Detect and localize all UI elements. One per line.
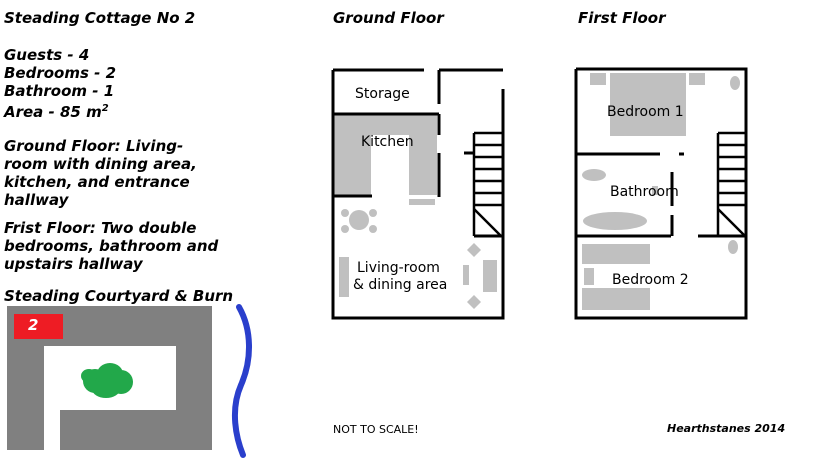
- bathroom-sink: [582, 169, 606, 181]
- sofa: [339, 257, 349, 297]
- gf-desc-line: room with dining area,: [4, 155, 197, 173]
- scale-note: NOT TO SCALE!: [333, 423, 419, 436]
- toilet: [652, 186, 658, 195]
- wardrobe: [730, 76, 740, 90]
- courtyard-badge-bg: [14, 314, 63, 339]
- bedside-table: [689, 73, 705, 85]
- ff-desc-line: Frist Floor: Two double: [4, 219, 197, 237]
- bathroom-label: Bathroom: [610, 184, 679, 200]
- area-text: Area - 85 m: [4, 103, 102, 121]
- storage-label: Storage: [355, 86, 410, 102]
- ff-walls: [574, 67, 748, 320]
- dining-chair: [341, 225, 349, 233]
- side-table: [467, 243, 481, 257]
- double-bed: [582, 288, 650, 310]
- dining-table: [349, 210, 369, 230]
- gf-staircase: [472, 131, 503, 237]
- bathtub: [583, 212, 647, 230]
- kitchen-counter: [333, 115, 437, 195]
- ff-furniture: [582, 73, 740, 310]
- double-bed: [610, 73, 686, 136]
- ff-staircase: [716, 131, 746, 237]
- sofa: [483, 260, 497, 292]
- guests-stat: Guests - 4: [4, 46, 90, 64]
- gf-desc-line: hallway: [4, 191, 69, 209]
- bathroom-stat: Bathroom - 1: [4, 82, 115, 100]
- courtyard-buildings: [7, 306, 212, 450]
- burn-stream: [232, 304, 252, 458]
- gf-furniture: [333, 115, 497, 309]
- ff-desc-line: upstairs hallway: [4, 255, 143, 273]
- gf-desc-line: kitchen, and entrance: [4, 173, 190, 191]
- kitchen-label: Kitchen: [361, 134, 414, 150]
- ground-floor-title: Ground Floor: [333, 9, 444, 27]
- bedside-table: [584, 268, 594, 285]
- dining-chair: [369, 225, 377, 233]
- first-floor-description: Frist Floor: Two double bedrooms, bathro…: [4, 219, 218, 273]
- bedrooms-stat: Bedrooms - 2: [4, 64, 117, 82]
- bedroom2-label: Bedroom 2: [612, 272, 689, 288]
- bedside-table: [590, 73, 606, 85]
- courtyard-title: Steading Courtyard & Burn: [4, 287, 234, 305]
- first-floor-title: First Floor: [578, 9, 666, 27]
- area-stat: Area - 85 m2: [4, 100, 109, 121]
- dining-chair: [369, 209, 377, 217]
- credit-text: Hearthstanes 2014: [667, 422, 786, 435]
- bedroom1-label: Bedroom 1: [607, 104, 684, 120]
- ff-desc-line: bedrooms, bathroom and: [4, 237, 219, 255]
- dining-area-label: & dining area: [353, 277, 447, 293]
- cottage-title: Steading Cottage No 2: [4, 9, 196, 27]
- ground-floor-description: Ground Floor: Living- room with dining a…: [4, 137, 197, 209]
- dining-chair: [341, 209, 349, 217]
- wardrobe: [728, 240, 738, 254]
- double-bed: [582, 244, 650, 264]
- kitchen-appliance: [409, 199, 435, 205]
- area-superscript: 2: [101, 103, 109, 114]
- coffee-table: [463, 265, 469, 285]
- side-table: [467, 295, 481, 309]
- courtyard-badge-number: 2: [28, 316, 39, 334]
- tree-icon: [81, 363, 133, 398]
- gf-desc-line: Ground Floor: Living-: [4, 137, 184, 155]
- living-room-label: Living-room: [357, 260, 440, 276]
- gf-walls: [331, 68, 505, 320]
